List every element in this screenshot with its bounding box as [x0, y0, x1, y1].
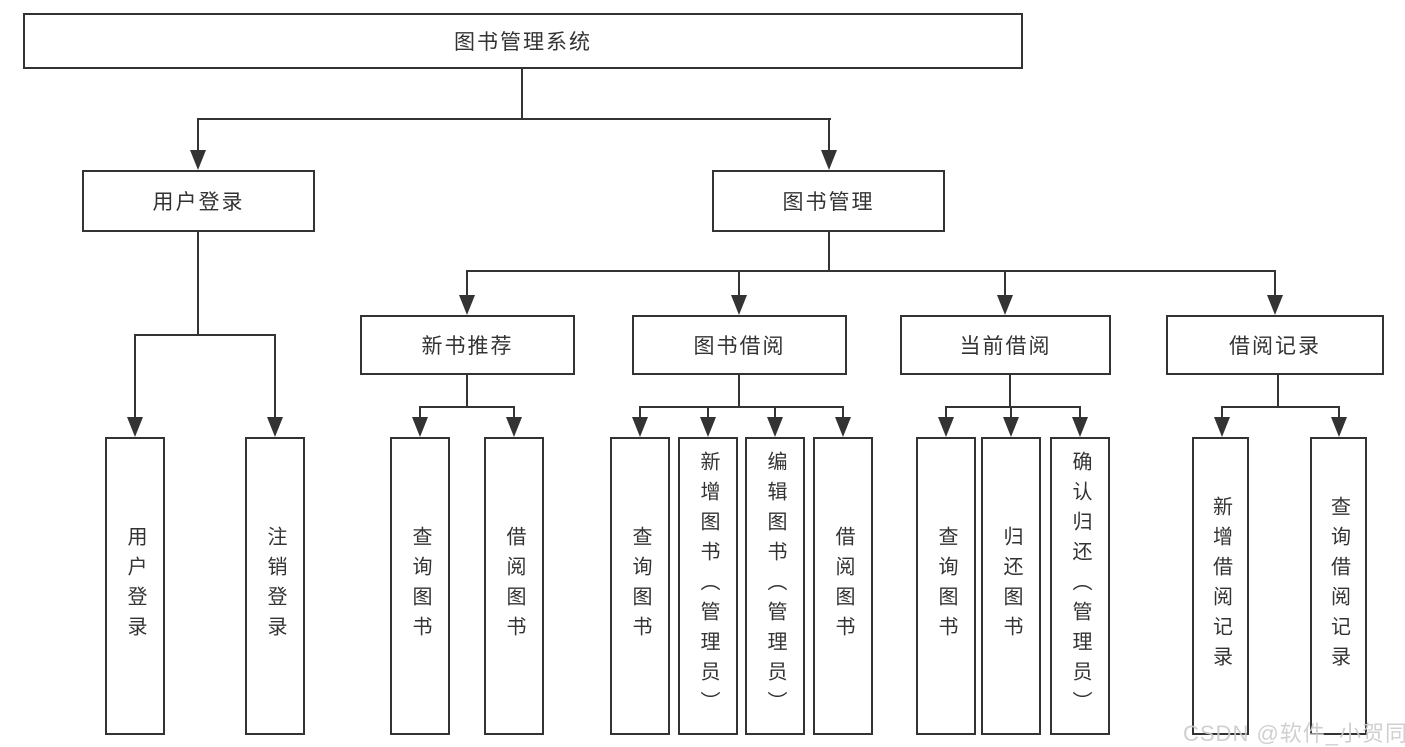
connector-drop-new-book: [466, 270, 468, 297]
connector-drop-leaf: [513, 406, 515, 420]
arrow-down-icon: [412, 417, 428, 437]
arrow-down-icon: [767, 417, 783, 437]
connector-userlogin-stem: [197, 232, 199, 336]
leaf-return-books: 归还图书: [981, 437, 1041, 735]
node-new-book-recommend: 新书推荐: [360, 315, 575, 375]
leaf-user-login: 用户登录: [105, 437, 165, 735]
connector-drop-leaf: [707, 406, 709, 420]
connector-drop-leaf: [639, 406, 641, 420]
leaf-query-books: 查询图书: [390, 437, 450, 735]
connector-bookborrow-stem: [738, 375, 740, 408]
leaf-add-books-admin: 新增图书（管理员）: [678, 437, 738, 735]
connector-drop-book-mgmt: [828, 118, 830, 154]
connector-newrec-rail: [419, 406, 515, 408]
arrow-down-icon: [821, 150, 837, 170]
leaf-query-borrow-record: 查询借阅记录: [1310, 437, 1367, 735]
leaf-confirm-return-admin: 确认归还（管理员）: [1050, 437, 1110, 735]
connector-bookborrow-rail: [639, 406, 844, 408]
arrow-down-icon: [938, 417, 954, 437]
connector-root-stem: [521, 69, 523, 120]
connector-drop-leaf: [1221, 406, 1223, 420]
connector-root-rail: [197, 118, 831, 120]
connector-currentborrow-rail: [945, 406, 1081, 408]
connector-drop-leaf: [945, 406, 947, 420]
connector-drop-leaf: [774, 406, 776, 420]
arrow-down-icon: [1267, 295, 1283, 315]
arrow-down-icon: [997, 295, 1013, 315]
leaf-query-books: 查询图书: [916, 437, 976, 735]
arrow-down-icon: [1331, 417, 1347, 437]
leaf-borrow-books: 借阅图书: [484, 437, 544, 735]
arrow-down-icon: [127, 417, 143, 437]
node-user-login: 用户登录: [82, 170, 315, 232]
node-library-system-root: 图书管理系统: [23, 13, 1023, 69]
connector-newrec-stem: [466, 375, 468, 408]
arrow-down-icon: [1003, 417, 1019, 437]
connector-drop-logout-leaf: [274, 334, 276, 418]
node-borrow-records: 借阅记录: [1166, 315, 1384, 375]
watermark: CSDN @软件_小贺同学: [1183, 721, 1405, 746]
node-book-borrow: 图书借阅: [632, 315, 847, 375]
arrow-down-icon: [267, 417, 283, 437]
arrow-down-icon: [632, 417, 648, 437]
arrow-down-icon: [506, 417, 522, 437]
connector-currentborrow-stem: [1009, 375, 1011, 408]
connector-drop-book-borrow: [738, 270, 740, 297]
leaf-edit-books-admin: 编辑图书（管理员）: [745, 437, 805, 735]
leaf-query-books: 查询图书: [610, 437, 670, 735]
connector-bookmgmt-stem: [828, 232, 830, 272]
connector-drop-user-login: [197, 118, 199, 154]
connector-drop-borrow-records: [1274, 270, 1276, 297]
leaf-add-borrow-record: 新增借阅记录: [1192, 437, 1249, 735]
connector-drop-leaf: [842, 406, 844, 420]
connector-bookmgmt-rail: [466, 270, 1276, 272]
leaf-borrow-books: 借阅图书: [813, 437, 873, 735]
arrow-down-icon: [1214, 417, 1230, 437]
node-book-management: 图书管理: [712, 170, 945, 232]
connector-records-rail: [1221, 406, 1340, 408]
arrow-down-icon: [700, 417, 716, 437]
connector-records-stem: [1277, 375, 1279, 408]
arrow-down-icon: [190, 150, 206, 170]
leaf-logout: 注销登录: [245, 437, 305, 735]
arrow-down-icon: [731, 295, 747, 315]
arrow-down-icon: [835, 417, 851, 437]
connector-drop-leaf: [1010, 406, 1012, 420]
connector-drop-leaf: [1338, 406, 1340, 420]
arrow-down-icon: [1072, 417, 1088, 437]
connector-drop-login-leaf: [134, 334, 136, 418]
connector-drop-leaf: [419, 406, 421, 420]
connector-drop-current-borrow: [1004, 270, 1006, 297]
node-current-borrow: 当前借阅: [900, 315, 1111, 375]
connector-userlogin-rail: [134, 334, 276, 336]
connector-drop-leaf: [1079, 406, 1081, 420]
arrow-down-icon: [459, 295, 475, 315]
